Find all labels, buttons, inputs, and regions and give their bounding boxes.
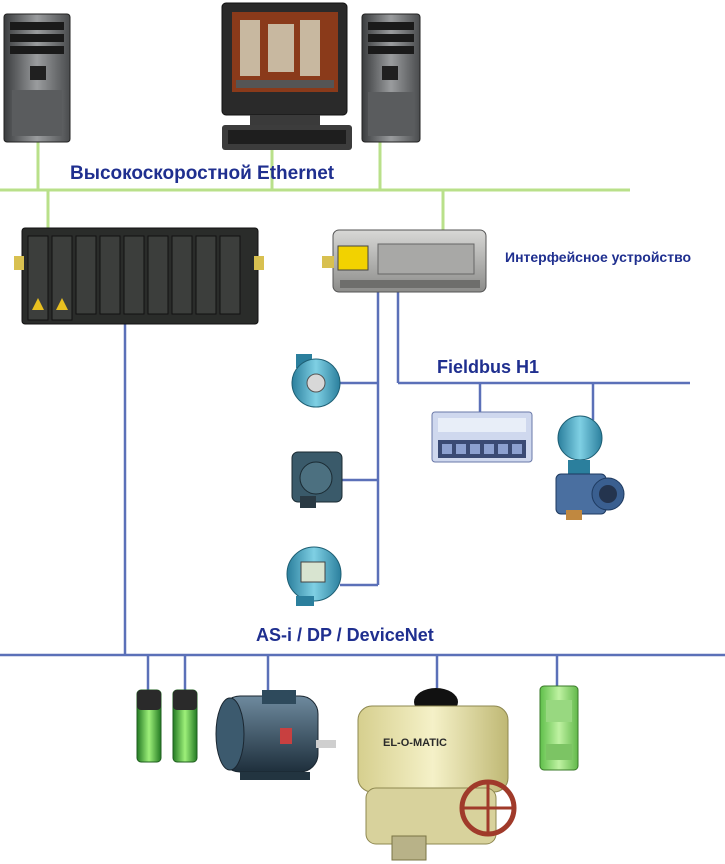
transmitter-2 xyxy=(291,451,343,508)
transmitter-3 xyxy=(286,546,342,606)
interface-device xyxy=(322,229,487,293)
transmitter-1 xyxy=(291,354,341,408)
interface-display xyxy=(337,245,369,271)
sensor-cylinder-1 xyxy=(136,689,162,763)
operator-workstation xyxy=(221,2,352,150)
fieldbus-label: Fieldbus H1 xyxy=(437,357,540,377)
fieldbus-network xyxy=(340,292,690,587)
devicenet-label: AS-i / DP / DeviceNet xyxy=(256,625,434,645)
fieldbus-io-module xyxy=(431,411,533,463)
server-tower-left xyxy=(3,13,71,143)
valve-actuator: EL-O-MATIC xyxy=(357,688,517,861)
flowmeter xyxy=(555,415,625,520)
sensor-cylinder-2 xyxy=(172,689,198,763)
interface-device-label: Интерфейсное устройство xyxy=(505,249,692,265)
ethernet-network xyxy=(0,140,630,232)
devicenet-network xyxy=(0,318,725,695)
server-tower-right xyxy=(361,13,421,143)
proximity-sensor xyxy=(539,685,579,771)
ethernet-label: Высокоскоростной Ethernet xyxy=(70,163,335,184)
actuator-brand-text: EL-O-MATIC xyxy=(383,737,447,749)
controller-rack xyxy=(14,227,264,325)
electric-motor xyxy=(215,690,336,780)
